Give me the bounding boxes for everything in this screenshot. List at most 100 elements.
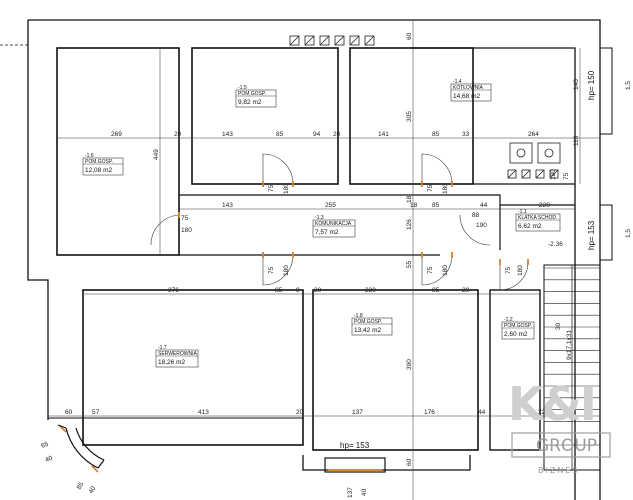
room-area: 7,57 m2: [315, 229, 339, 236]
room-label-1-2: -1.2 POM.GOSP. 2,60 m2: [501, 317, 535, 340]
dim-b5: 230: [365, 287, 376, 294]
vent-icons: [289, 35, 375, 46]
dimension-lines: [48, 20, 600, 500]
staircase: [544, 267, 600, 458]
door-w-2: 75: [427, 184, 434, 192]
hp-label-3: hp= 153: [340, 441, 370, 450]
room-number: -1.3: [315, 215, 324, 221]
room-label-1-4: -1.4 KOTŁOWNIA 14,68 m2: [450, 79, 492, 102]
room-name: KOMUNIKACJA: [315, 221, 352, 227]
room-name: POM.GOSP.: [504, 323, 532, 329]
stair-width: 30: [555, 322, 562, 330]
room-name: POM.GOSP.: [238, 91, 266, 97]
dim-c6: 176: [424, 409, 435, 416]
right-edge-1: 1,5: [625, 81, 632, 90]
door-w-4: 75: [268, 266, 275, 274]
dim-cor-7: 88: [472, 212, 480, 219]
room-label-1-5: -1.5 POM.GOSP. 9,82 m2: [235, 85, 277, 108]
dim-cor-2: 255: [325, 202, 336, 209]
door-h-1: 180: [283, 183, 290, 194]
hp-label-2: hp= 153: [587, 220, 596, 250]
room-area: 14,68 m2: [453, 93, 480, 100]
room-label-1-8: -1.8 POM.GOSP. 13,42 m2: [351, 313, 393, 336]
dim-c4: 20: [296, 409, 304, 416]
dim-b3: 9: [296, 287, 300, 294]
door-jambs: [59, 181, 529, 473]
door-h-2: 180: [442, 183, 449, 194]
room-area: 18,26 m2: [158, 359, 185, 366]
dim-v7: 60: [406, 458, 413, 466]
dim-v2: 305: [406, 111, 413, 122]
dim-v8: 110: [573, 135, 580, 146]
logo-sub: BIZNES: [538, 466, 579, 475]
room-name: KOTŁOWNIA: [453, 85, 484, 91]
hp-label-1: hp= 150: [587, 70, 596, 100]
dim-top-7: 141: [378, 131, 389, 138]
dim-b6: 85: [432, 287, 440, 294]
room-number: -1.5: [238, 85, 247, 91]
right-windows: [599, 47, 613, 261]
dimension-texts: 269 20 143 85 94 20 141 85 33 264 143 25…: [40, 32, 580, 498]
door-h-6: 180: [517, 265, 524, 276]
room-label-1-7: -1.7 SERWEROWNIA 18,26 m2: [155, 345, 199, 368]
dim-c1: 60: [65, 409, 73, 416]
dim-top-10: 264: [528, 131, 539, 138]
room-name: POM.GOSP.: [85, 159, 113, 165]
dim-v4: 126: [406, 219, 413, 230]
room-area: 13,42 m2: [354, 327, 381, 334]
dim-cor-4: 85: [432, 202, 440, 209]
room-number: -1.2: [504, 317, 513, 323]
dim-top-1: 269: [111, 131, 122, 138]
dim-corner-1: 65: [40, 441, 50, 450]
dim-top-8: 85: [432, 131, 440, 138]
dim-top-9: 33: [462, 131, 470, 138]
dim-b4: 20: [314, 287, 322, 294]
dim-top-6: 20: [333, 131, 341, 138]
door-w-3: 75: [181, 215, 189, 222]
dim-cor-9: -2.36: [548, 241, 563, 248]
dim-top-5: 94: [313, 131, 321, 138]
dim-cor-8: 190: [476, 222, 487, 229]
dim-cor-1: 143: [222, 202, 233, 209]
walls: [0, 19, 601, 500]
dim-corner-3: 85: [76, 481, 86, 491]
right-edge-2: 1,5: [625, 229, 632, 238]
room-name: SERWEROWNIA: [158, 351, 197, 357]
room-number: -1.7: [158, 345, 167, 351]
room-number: -1.8: [354, 313, 363, 319]
hp-labels: hp= 150 hp= 153 hp= 153 1,5 1,5: [340, 70, 632, 450]
door-w-5: 75: [427, 266, 434, 274]
room-area: 12,08 m2: [85, 167, 112, 174]
room-number: -1.4: [453, 79, 462, 85]
dim-b1: 376: [168, 287, 179, 294]
dim-b2: 85: [275, 287, 283, 294]
logo-text: K&I: [508, 377, 595, 431]
dim-bottom-2: 40: [361, 488, 368, 496]
stair-label: 9x17,1x31: [566, 330, 573, 360]
dim-c2: 57: [92, 409, 100, 416]
watermark-logo: K&I GROUP BIZNES: [508, 377, 611, 475]
dim-v6: 390: [406, 359, 413, 370]
dim-top-4: 85: [276, 131, 284, 138]
corner-bay: [57, 424, 105, 469]
room-number: -1.1: [518, 209, 527, 215]
dim-cor-6: 220: [539, 202, 550, 209]
room-number: -1.6: [85, 153, 94, 159]
dim-top-2: 20: [174, 131, 182, 138]
dim-corner-4: 40: [88, 485, 98, 495]
door-w-6: 75: [505, 266, 512, 274]
door-h-3: 180: [181, 227, 192, 234]
door-h-4: 180: [283, 265, 290, 276]
dim-c8: 220: [538, 409, 549, 416]
door-h-7: 180: [550, 169, 557, 180]
dim-c7: 44: [478, 409, 486, 416]
dim-v9: 140: [573, 79, 580, 90]
dim-corner-2: 40: [44, 455, 54, 464]
dim-v10: 18: [406, 195, 413, 203]
dim-v5: 55: [406, 260, 413, 268]
dim-v3: 60: [406, 32, 413, 40]
room-area: 6,62 m2: [518, 223, 542, 230]
dim-c5: 137: [352, 409, 363, 416]
room-labels: -1.6 POM.GOSP. 12,08 m2 -1.5 POM.GOSP. 9…: [82, 79, 561, 368]
